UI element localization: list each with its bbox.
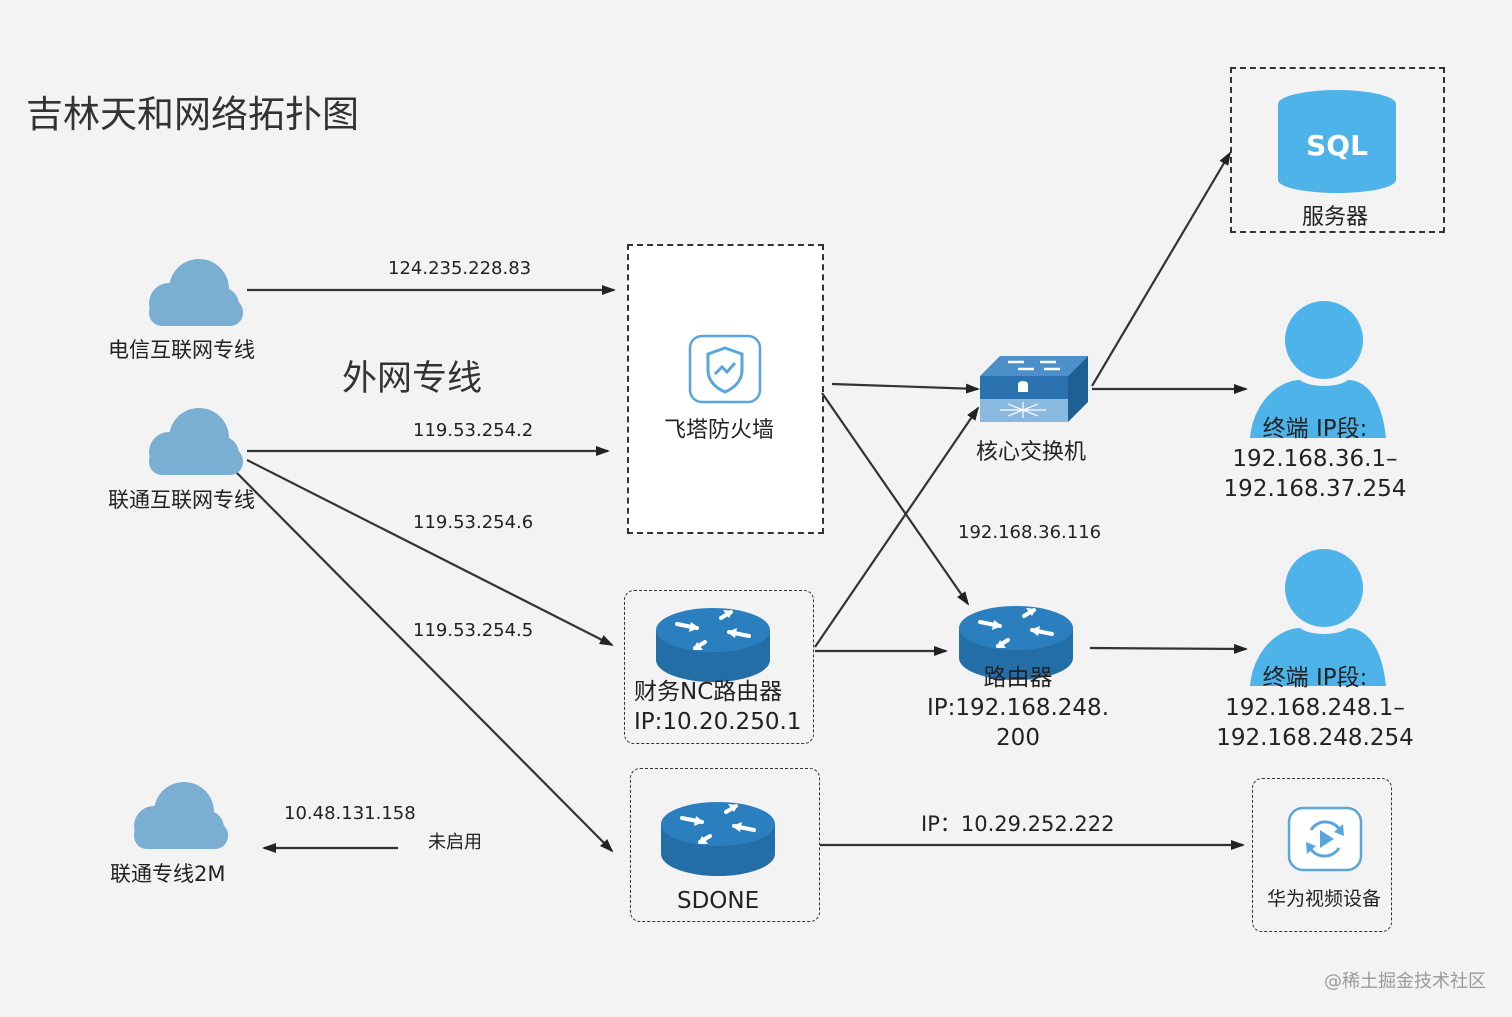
shield-icon [688, 334, 762, 404]
sdone-box[interactable] [630, 768, 820, 922]
link-label-unicom-sdone: 119.53.254.5 [413, 620, 534, 641]
link-label-unicom2m: 10.48.131.158 [284, 803, 416, 824]
router-ip-line1: IP:192.168.248. [926, 695, 1110, 721]
router-icon [959, 606, 1073, 680]
database-icon: SQL [1278, 90, 1396, 193]
telecom-line-label: 电信互联网专线 [108, 338, 255, 362]
video-icon [1287, 806, 1363, 872]
diagram-title: 吉林天和网络拓扑图 [26, 93, 359, 136]
link-firewall-router [821, 392, 970, 606]
huawei-box[interactable] [1252, 778, 1392, 932]
huawei-video-label: 华为视频设备 [1267, 888, 1382, 910]
unicom-line-label: 联通互联网专线 [108, 488, 255, 512]
terminal2-title: 终端 IP段: [1262, 665, 1368, 691]
terminal1-title: 终端 IP段: [1262, 416, 1368, 442]
nc-router-ip: IP:10.20.250.1 [634, 709, 802, 735]
cloud-icon [149, 259, 243, 326]
link-label-unicom-fw: 119.53.254.2 [413, 420, 534, 441]
link-label-fw-router: 192.168.36.116 [958, 522, 1102, 543]
router-ip-line2: 200 [996, 725, 1040, 751]
nc-router-label: 财务NC路由器 IP:10.20.250.1 [634, 677, 801, 737]
firewall-box[interactable] [627, 244, 824, 534]
link-label-telecom: 124.235.228.83 [388, 258, 532, 279]
link-switch-server [1091, 151, 1232, 387]
user-icon [1250, 301, 1386, 438]
terminal1-range-end: 192.168.37.254 [1223, 476, 1407, 502]
server-box[interactable] [1230, 67, 1445, 233]
terminal2-range-end: 192.168.248.254 [1216, 725, 1414, 751]
server-label: 服务器 [1302, 205, 1369, 230]
link-label-sdone-huawei: IP：10.29.252.222 [921, 812, 1115, 836]
link-status-unicom2m: 未启用 [428, 832, 482, 853]
cloud-icon [149, 408, 243, 475]
link-unicom-nc-router [246, 459, 614, 646]
switch-icon [980, 356, 1088, 422]
core-switch-label: 核心交换机 [976, 440, 1087, 465]
sql-icon-text: SQL [1306, 129, 1368, 162]
sdone-label: SDONE [677, 888, 760, 914]
section-label-external-lines: 外网专线 [342, 359, 483, 399]
link-router-terminal2 [1089, 643, 1248, 654]
nc-router-box[interactable] [624, 590, 814, 744]
terminal1-label: 终端 IP段: 192.168.36.1– 192.168.37.254 [1214, 414, 1416, 504]
link-nc-router-switch [814, 406, 980, 648]
terminal2-range-start: 192.168.248.1– [1225, 695, 1405, 721]
link-label-unicom-nc: 119.53.254.6 [413, 512, 534, 533]
link-unicom-sdone [235, 471, 614, 853]
user-icon [1250, 549, 1386, 686]
firewall-label: 飞塔防火墙 [664, 418, 775, 443]
router-label: 路由器 IP:192.168.248. 200 [920, 663, 1116, 753]
terminal2-label: 终端 IP段: 192.168.248.1– 192.168.248.254 [1214, 663, 1416, 753]
router-name: 路由器 [983, 665, 1053, 691]
watermark: @稀土掘金技术社区 [1324, 971, 1486, 992]
terminal1-range-start: 192.168.36.1– [1232, 446, 1398, 472]
router-icon [661, 802, 775, 876]
nc-router-name: 财务NC路由器 [634, 679, 783, 705]
cloud-icon [134, 782, 228, 849]
unicom-2m-label: 联通专线2M [110, 862, 226, 886]
link-firewall-switch [831, 382, 980, 394]
router-icon [656, 608, 770, 682]
